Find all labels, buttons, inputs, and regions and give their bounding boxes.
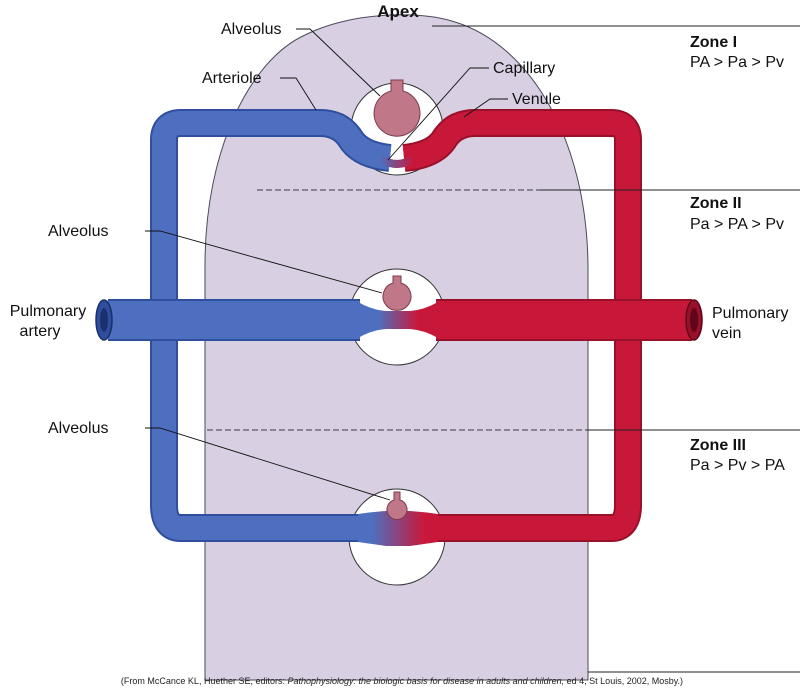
capillary-bottom (358, 511, 438, 546)
caption-suffix: ed 4, St Louis, 2002, Mosby.) (564, 676, 683, 686)
pulmonary-artery-lumen (100, 308, 108, 332)
zone-3-title: Zone III (690, 437, 746, 454)
alveolus-bottom (386, 491, 408, 521)
venous-vessels (402, 109, 692, 542)
alveolus-top (373, 79, 421, 137)
arteriole-label: Arteriole (202, 70, 262, 87)
pulmonary-artery-label-line1: Pulmonary (10, 303, 86, 320)
zone-2-relation: Pa > PA > Pv (690, 216, 784, 233)
capillary-mid (358, 302, 438, 338)
pulmonary-vein-label-line1: Pulmonary (712, 305, 788, 322)
apex-label: Apex (377, 2, 419, 21)
leader-capillary (387, 67, 489, 161)
zone-1-title: Zone I (690, 34, 737, 51)
leader-venule (463, 98, 508, 118)
caption-prefix: (From McCance KL, Huether SE, editors: (121, 676, 288, 686)
zone-3-relation: Pa > Pv > PA (690, 457, 785, 474)
alveolus-bottom-label: Alveolus (48, 420, 108, 437)
venule-label: Venule (512, 91, 561, 108)
leader-alveolus-bottom (145, 427, 391, 501)
caption-title: Pathophysiology: the biologic basis for … (287, 676, 564, 686)
alveolus-mid (382, 275, 412, 311)
arterial-vessels (108, 109, 392, 542)
leader-arteriole (280, 77, 317, 111)
zone-1-relation: PA > Pa > Pv (690, 54, 784, 71)
pulmonary-vein-label-line2: vein (712, 325, 741, 342)
alveolus-top-label: Alveolus (221, 21, 281, 38)
pulmonary-artery-label-line2: artery (20, 323, 61, 340)
capillary-top (377, 154, 417, 168)
source-caption: (From McCance KL, Huether SE, editors: P… (121, 676, 683, 686)
alveolus-mid-label: Alveolus (48, 223, 108, 240)
pulmonary-vein-lumen (690, 308, 698, 332)
leader-alveolus-top (296, 28, 381, 97)
capillary-label: Capillary (493, 60, 555, 77)
zone-2-title: Zone II (690, 195, 742, 212)
leader-alveolus-mid (145, 230, 383, 294)
